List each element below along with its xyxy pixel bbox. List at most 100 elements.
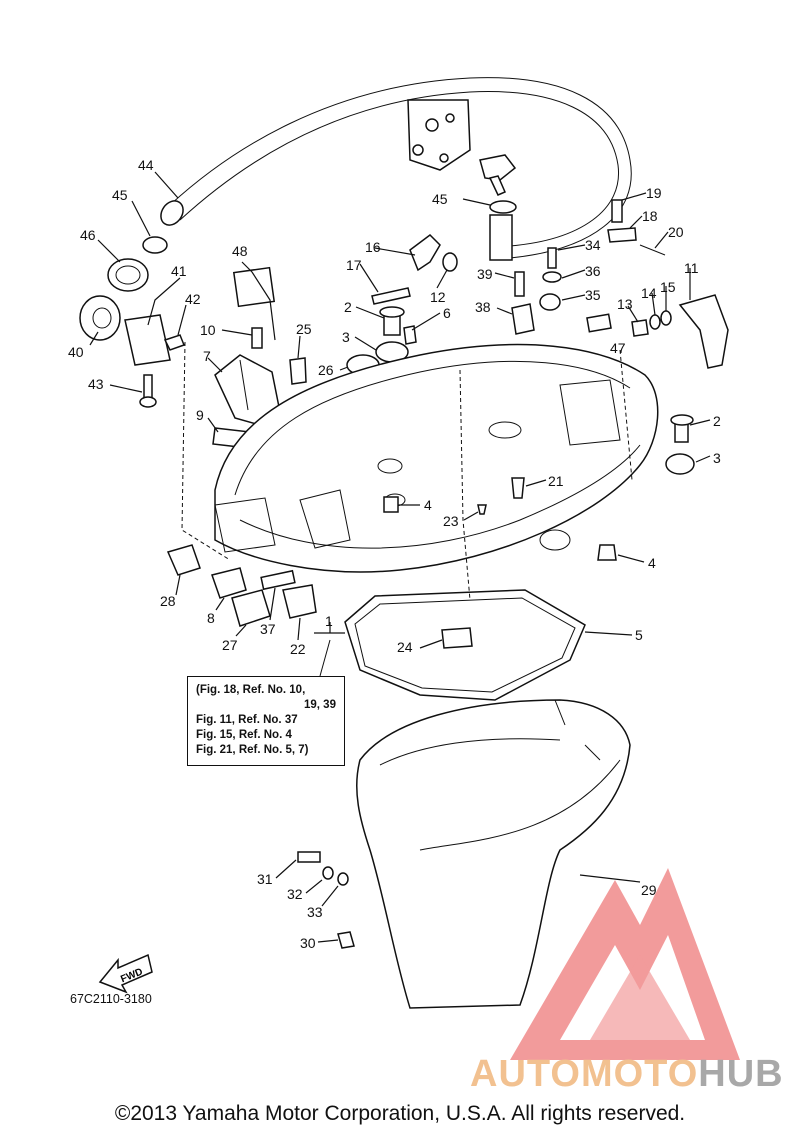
part-label: 4 <box>424 497 432 513</box>
grommet-27 <box>231 589 271 627</box>
part-label: 35 <box>585 287 601 303</box>
part-label: 46 <box>80 227 96 243</box>
reference-line: Fig. 11, Ref. No. 37 <box>196 714 298 726</box>
watermark-part1: AUTOMOTO <box>470 1053 699 1095</box>
clip-25 <box>289 357 307 385</box>
part-label: 25 <box>296 321 312 337</box>
seal-28 <box>166 544 201 576</box>
nut-30 <box>337 931 355 949</box>
screw-10 <box>251 327 263 349</box>
part-label: 6 <box>443 305 451 321</box>
copyright-notice: ©2013 Yamaha Motor Corporation, U.S.A. A… <box>114 1102 686 1125</box>
watermark-part2: HUB <box>698 1053 784 1095</box>
part-label: 3 <box>342 329 350 345</box>
watermark-logo-icon <box>510 868 740 1060</box>
bolt-34 <box>547 247 557 269</box>
part-label: 5 <box>635 627 643 643</box>
screw-21 <box>511 477 525 499</box>
screw-42 <box>163 334 185 351</box>
pad-24 <box>441 627 473 649</box>
seal-13 <box>631 319 649 337</box>
part-label: 34 <box>585 237 601 253</box>
grommet-3-right <box>665 453 695 475</box>
handle-11 <box>678 294 729 369</box>
spring-20 <box>639 244 666 256</box>
fuel-connector-assembly <box>407 99 517 196</box>
part-label: 44 <box>138 157 154 173</box>
part-label: 15 <box>660 279 676 295</box>
part-label: 38 <box>475 299 491 315</box>
bolt-39 <box>514 271 525 297</box>
clip-45-top <box>489 200 517 214</box>
part-label: 41 <box>171 263 187 279</box>
washer-12 <box>442 252 458 272</box>
part-label: 10 <box>200 322 216 338</box>
reference-line: Fig. 15, Ref. No. 4 <box>196 729 292 741</box>
part-label: 7 <box>203 348 211 364</box>
part-label: 39 <box>477 266 493 282</box>
part-label: 21 <box>548 473 564 489</box>
part-number-labels: 44 45 46 41 42 40 43 48 10 7 25 9 16 17 … <box>68 157 721 951</box>
part-label: 19 <box>646 185 662 201</box>
label-48 <box>232 266 276 308</box>
collar-4-right <box>597 544 617 561</box>
part-label: 26 <box>318 362 334 378</box>
ring-15 <box>660 310 672 326</box>
plate-18 <box>607 227 637 243</box>
reference-box: (Fig. 18, Ref. No. 10, 19, 39 Fig. 11, R… <box>187 676 345 766</box>
part-label: 36 <box>585 263 601 279</box>
part-label: 40 <box>68 344 84 360</box>
grommet-35 <box>539 293 561 311</box>
part-label: 1 <box>325 613 333 629</box>
fuel-hose <box>169 77 632 259</box>
fwd-arrow-icon: FWD <box>98 953 153 994</box>
grommet-22 <box>282 584 317 619</box>
part-label: 27 <box>222 637 238 653</box>
part-label: 2 <box>713 413 721 429</box>
part-label: 31 <box>257 871 273 887</box>
label-47 <box>586 313 612 333</box>
part-label: 32 <box>287 886 303 902</box>
part-label: 16 <box>365 239 381 255</box>
part-label: 48 <box>232 243 248 259</box>
part-label: 13 <box>617 296 633 312</box>
part-label: 45 <box>112 187 128 203</box>
part-label: 42 <box>185 291 201 307</box>
part-label: 43 <box>88 376 104 392</box>
part-label: 22 <box>290 641 306 657</box>
leader-lines <box>89 171 711 943</box>
part-label: 45 <box>432 191 448 207</box>
part-label: 17 <box>346 257 362 273</box>
washer-32 <box>322 866 334 880</box>
label-37 <box>260 569 296 591</box>
damper-38 <box>511 303 535 335</box>
part-label: 11 <box>684 260 699 276</box>
part-label: 3 <box>713 450 721 466</box>
part-label: 30 <box>300 935 316 951</box>
part-label: 18 <box>642 208 658 224</box>
part-label: 23 <box>443 513 459 529</box>
grommet-40 <box>79 295 121 341</box>
reference-line: (Fig. 18, Ref. No. 10, <box>196 684 306 696</box>
rivet-23 <box>477 504 487 515</box>
reference-line: Fig. 21, Ref. No. 5, 7) <box>196 744 309 756</box>
hose-end <box>160 200 184 226</box>
bracket-8 <box>211 567 247 599</box>
lever-16 <box>409 234 441 272</box>
part-label: 12 <box>430 289 446 305</box>
part-label: 28 <box>160 593 176 609</box>
part-label: 9 <box>196 407 204 423</box>
clip-45-left <box>142 236 168 254</box>
part-label: 14 <box>641 285 657 301</box>
part-label: 2 <box>344 299 352 315</box>
diagram-code: 67C2110-3180 <box>70 992 152 1006</box>
part-label: 8 <box>207 610 215 626</box>
part-label: 24 <box>397 639 413 655</box>
bolt-31 <box>297 851 321 863</box>
reference-line: 19, 39 <box>304 699 336 711</box>
part-label: 47 <box>610 340 626 356</box>
screw-6 <box>403 325 417 345</box>
washer-33 <box>337 872 349 886</box>
washer-36 <box>542 271 562 283</box>
